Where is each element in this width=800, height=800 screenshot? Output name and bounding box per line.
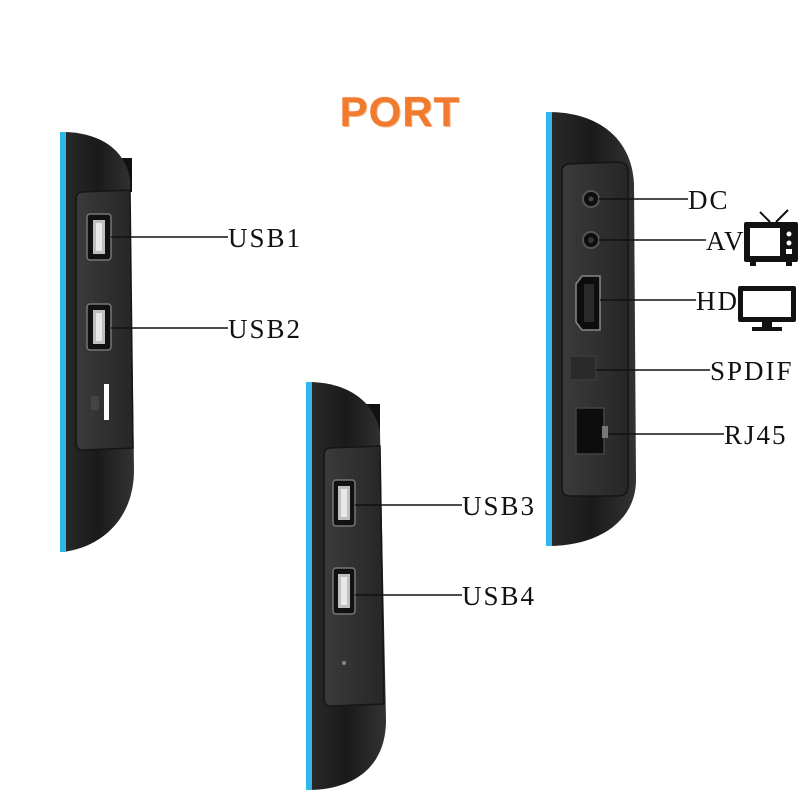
tv-icon [744,209,798,266]
left-card-slot[interactable] [91,384,109,420]
usb3-label: USB3 [462,491,537,521]
hd-label: HD [696,286,739,316]
page-title: PORT [339,88,461,135]
middle-accent-strip [306,382,312,790]
rj45-label: RJ45 [724,420,788,450]
right-accent-strip [546,112,552,546]
spdif-port[interactable] [569,355,597,381]
usb3-port[interactable] [332,479,356,527]
av-port[interactable] [582,231,600,249]
usb2-label: USB2 [228,314,303,344]
usb2-port[interactable] [86,303,112,351]
dc-label: DC [688,185,730,215]
reset-pinhole[interactable] [342,661,346,665]
usb4-port[interactable] [332,567,356,615]
hdmi-port[interactable] [575,275,601,331]
spdif-label: SPDIF [710,356,794,386]
right-device-side [546,112,724,546]
dc-port[interactable] [582,190,600,208]
usb1-label: USB1 [228,223,303,253]
monitor-icon [738,286,796,331]
middle-device-side [306,382,462,790]
usb4-label: USB4 [462,581,537,611]
left-accent-strip [60,132,66,552]
av-label: AV [706,226,746,256]
left-device-side [60,132,228,552]
rj45-port[interactable] [575,407,608,455]
usb1-port[interactable] [86,213,112,261]
